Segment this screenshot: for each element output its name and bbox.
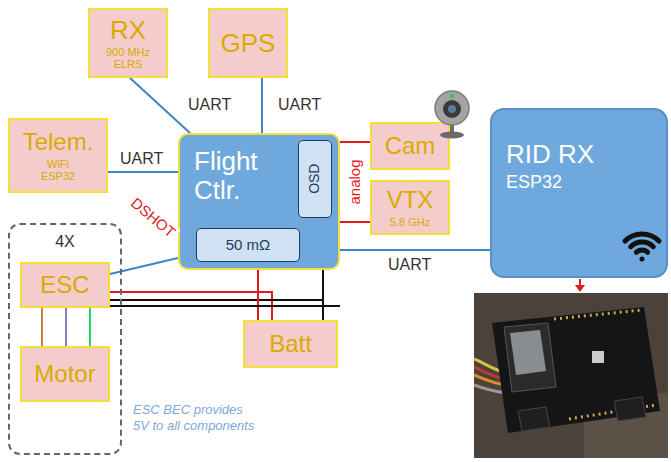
node-label: ESC [40, 272, 89, 298]
node-label: Cam [385, 133, 436, 159]
led-chip [592, 351, 604, 363]
connector-line [261, 78, 263, 133]
connector-line [108, 171, 178, 173]
esp32-shield [510, 330, 546, 375]
note-text: ESC BEC provides 5V to all components [133, 402, 261, 435]
ground-wire [110, 305, 340, 307]
motor-box: Motor [20, 346, 110, 402]
wifi-arc [625, 234, 659, 241]
webcam-body [435, 91, 469, 125]
rid-receiver-box: RID RX ESP32 [490, 108, 668, 278]
node-label: VTX [387, 187, 434, 213]
connector-line [110, 300, 323, 320]
gps-box: GPS [208, 8, 288, 78]
node-label: 4X [55, 233, 75, 251]
edge-label: UART [386, 256, 433, 274]
wifi-arc [631, 242, 654, 247]
wifi-dot [640, 257, 645, 262]
connector [518, 407, 550, 431]
node-label: ESP32 [506, 173, 656, 193]
webcam-glass [448, 105, 456, 113]
pin-header [554, 310, 642, 319]
pointer-head [575, 285, 585, 292]
telemetry-box: Telem. WiFi ESP32 [8, 118, 108, 193]
node-label: Batt [269, 331, 312, 357]
webcam-icon [435, 91, 469, 139]
pointer-line [579, 279, 581, 286]
node-label: RX [110, 16, 146, 45]
webcam-led [450, 94, 454, 98]
node-label: OSD [307, 164, 322, 194]
pcb [492, 307, 660, 433]
edge-label: UART [186, 96, 233, 114]
shunt-resistor-box: 50 mΩ [196, 228, 300, 262]
edge-label: UART [276, 96, 323, 114]
edge-label: UART [118, 150, 165, 168]
osd-box: OSD [298, 140, 332, 218]
node-label: WiFi ESP32 [33, 158, 83, 182]
node-label: Motor [34, 361, 95, 387]
connector-line [340, 141, 370, 143]
battery-box: Batt [243, 320, 338, 368]
edge-label: DSHOT [126, 194, 180, 243]
flight-controller-box: Flight Ctlr. OSD 50 mΩ [178, 133, 340, 270]
esp32-module [504, 323, 556, 392]
connector-line [41, 308, 43, 346]
signal-label: analog [347, 159, 364, 204]
wifi-icon [625, 234, 659, 262]
node-label: GPS [221, 29, 276, 58]
node-label: RID RX [506, 140, 656, 169]
connector-line [340, 249, 490, 251]
group-box: 4X ESC Motor [8, 223, 122, 455]
vtx-box: VTX 5.8 GHz [370, 180, 450, 235]
wifi-arc [636, 250, 647, 252]
esc-box: ESC [20, 262, 110, 308]
connector-line [130, 78, 190, 133]
node-label: Flight Ctlr. [194, 147, 299, 204]
node-label: Telem. [23, 129, 94, 155]
camera-box: Cam [370, 122, 450, 170]
connector-line [340, 221, 370, 223]
connector-line [65, 308, 67, 346]
board-photo [474, 293, 668, 458]
node-label: 900 MHz ELRS [99, 46, 157, 70]
connector-line [89, 308, 91, 346]
node-label: 50 mΩ [226, 237, 271, 254]
webcam-lens [443, 100, 461, 118]
photo-ground [474, 293, 668, 458]
node-label: 5.8 GHz [390, 216, 430, 228]
receiver-box: RX900 MHz ELRS [88, 8, 168, 78]
pointer-arrow [575, 279, 585, 292]
connector-line [257, 270, 259, 320]
connector [614, 397, 646, 421]
webcam-base [440, 132, 464, 139]
connector-line [322, 270, 324, 320]
